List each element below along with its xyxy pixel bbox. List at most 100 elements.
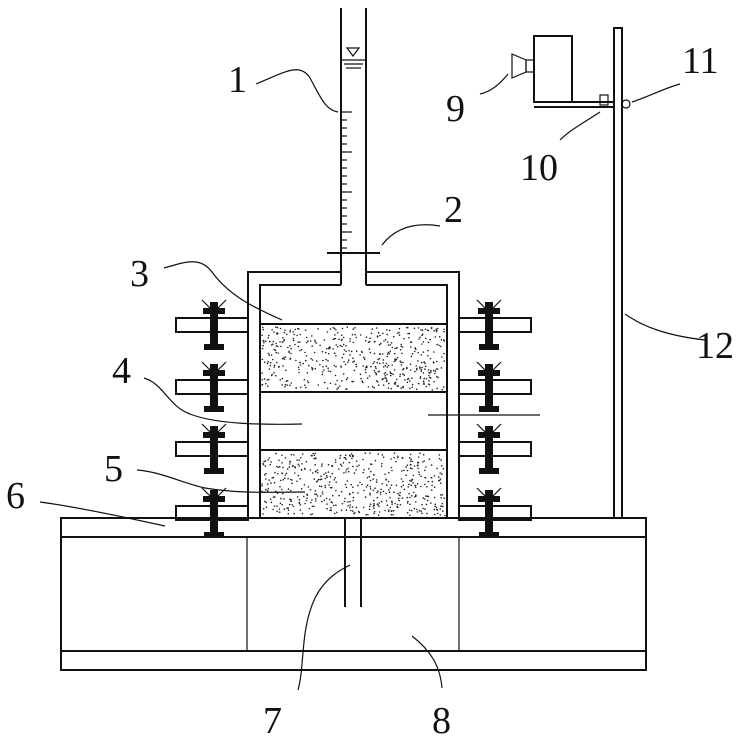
soil-grain: [391, 364, 393, 366]
soil-grain: [354, 472, 356, 474]
soil-grain: [408, 484, 410, 486]
soil-grain: [420, 329, 422, 331]
soil-grain: [311, 335, 313, 337]
soil-grain: [410, 460, 412, 462]
soil-grain: [379, 358, 381, 360]
soil-grain: [327, 367, 329, 369]
soil-grain: [410, 467, 412, 469]
soil-grain: [280, 346, 282, 348]
soil-grain: [347, 361, 349, 363]
soil-grain: [442, 503, 444, 505]
soil-grain: [321, 486, 323, 488]
soil-grain: [352, 510, 354, 512]
soil-grain: [341, 380, 343, 382]
soil-grain: [290, 358, 292, 360]
callout-6: 6: [6, 475, 25, 517]
soil-grain: [338, 387, 340, 389]
soil-grain: [329, 481, 331, 483]
soil-grain: [399, 376, 401, 378]
soil-grain: [386, 381, 388, 383]
soil-grain: [392, 347, 394, 349]
soil-grain: [343, 344, 345, 346]
soil-grain: [372, 478, 374, 480]
soil-grain: [344, 501, 346, 503]
soil-grain: [308, 365, 310, 367]
soil-grain: [349, 501, 351, 503]
soil-grain: [414, 485, 416, 487]
soil-grain: [331, 501, 333, 503]
soil-grain: [307, 372, 309, 374]
soil-grain: [274, 482, 276, 484]
soil-grain: [317, 472, 319, 474]
soil-grain: [337, 332, 339, 334]
soil-grain: [380, 343, 382, 345]
soil-grain: [345, 364, 347, 366]
soil-grain: [352, 334, 354, 336]
soil-grain: [272, 359, 274, 361]
soil-grain: [316, 342, 318, 344]
soil-grain: [324, 382, 326, 384]
soil-grain: [306, 355, 308, 357]
soil-grain: [442, 494, 444, 496]
soil-grain: [390, 388, 392, 390]
soil-grain: [373, 500, 375, 502]
soil-grain: [329, 499, 331, 501]
soil-grain: [325, 352, 327, 354]
soil-grain: [371, 328, 373, 330]
soil-grain: [383, 456, 385, 458]
soil-grain: [322, 360, 324, 362]
soil-grain: [310, 489, 312, 491]
soil-grain: [427, 330, 429, 332]
soil-grain: [261, 485, 263, 487]
soil-grain: [359, 482, 361, 484]
soil-grain: [281, 462, 283, 464]
soil-grain: [285, 356, 287, 358]
soil-grain: [436, 331, 438, 333]
callout-8: 8: [432, 700, 451, 742]
soil-grain: [398, 332, 400, 334]
soil-grain: [287, 507, 289, 509]
soil-grain: [440, 505, 442, 507]
soil-grain: [383, 366, 385, 368]
soil-grain: [390, 507, 392, 509]
soil-grain: [429, 339, 431, 341]
soil-grain: [298, 367, 300, 369]
soil-grain: [390, 487, 392, 489]
soil-grain: [373, 490, 375, 492]
soil-grain: [356, 466, 358, 468]
soil-grain: [284, 477, 286, 479]
soil-grain: [342, 328, 344, 330]
soil-grain: [355, 469, 357, 471]
soil-grain: [352, 357, 354, 359]
soil-grain: [442, 510, 444, 512]
soil-grain: [433, 351, 435, 353]
soil-grain: [273, 366, 275, 368]
soil-grain: [346, 379, 348, 381]
soil-grain: [368, 468, 370, 470]
soil-grain: [384, 373, 386, 375]
soil-grain: [358, 464, 360, 466]
soil-grain: [440, 459, 442, 461]
soil-grain: [434, 486, 436, 488]
callout-3: 3: [130, 253, 149, 295]
soil-grain: [369, 506, 371, 508]
soil-grain: [411, 387, 413, 389]
soil-grain: [421, 335, 423, 337]
soil-grain: [409, 504, 411, 506]
soil-grain: [421, 504, 423, 506]
soil-grain: [322, 351, 324, 353]
soil-grain: [375, 368, 377, 370]
soil-grain: [341, 346, 343, 348]
soil-grain: [400, 504, 402, 506]
soil-grain: [351, 458, 353, 460]
soil-grain: [275, 343, 277, 345]
bolt: [202, 488, 226, 538]
soil-grain: [343, 462, 345, 464]
soil-grain: [388, 365, 390, 367]
soil-grain: [416, 509, 418, 511]
soil-grain: [276, 466, 278, 468]
soil-grain: [294, 472, 296, 474]
soil-grain: [312, 506, 314, 508]
soil-grain: [323, 474, 325, 476]
soil-grain: [280, 503, 282, 505]
